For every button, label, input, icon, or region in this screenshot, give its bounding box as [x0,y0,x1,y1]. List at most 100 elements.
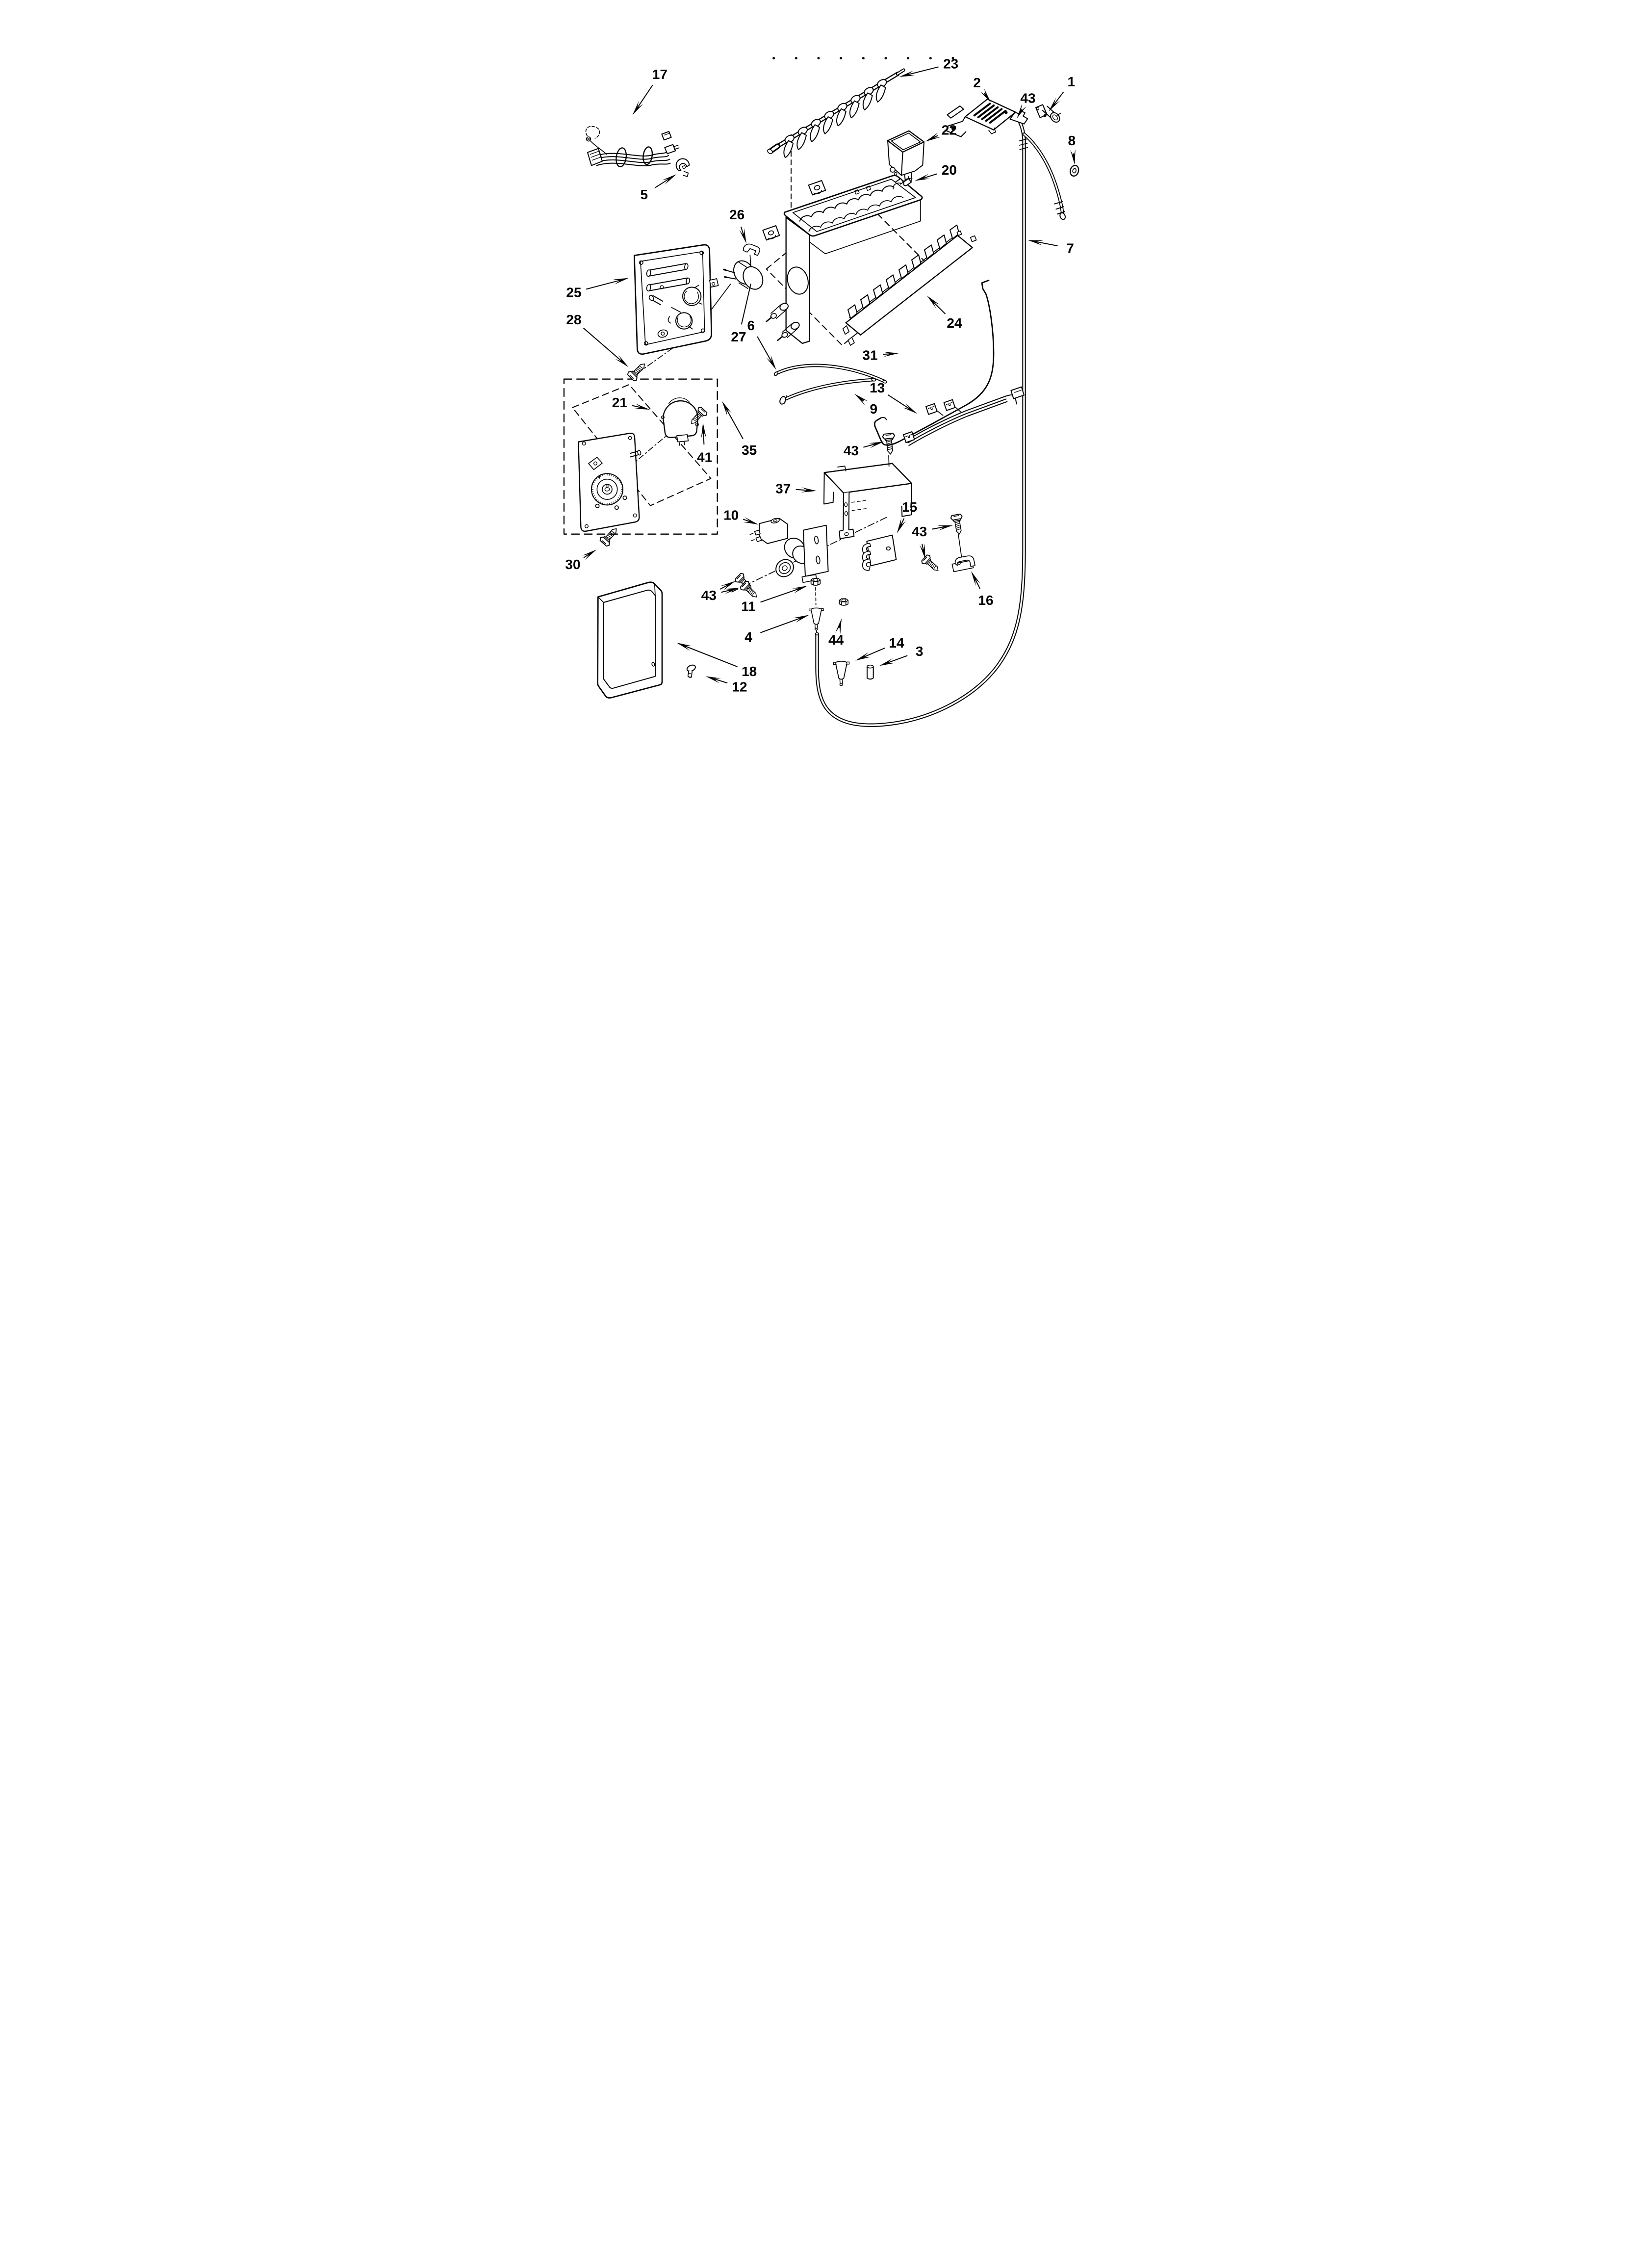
nut-icon [810,577,821,586]
leader-arrowhead-icon [979,88,991,103]
callout-21-25: 21 [612,395,650,410]
leader-arrowhead-icon [883,351,899,357]
part-43-screw-right [950,513,963,558]
callout-44-32: 44 [828,618,844,648]
leader-line [974,577,981,589]
part-2-control-plate [946,98,1016,137]
part-8-washer [1069,165,1079,177]
leader-arrowhead-icon [676,643,692,651]
part-22-hopper [887,130,925,183]
callout-6-13: 6 [747,318,776,370]
part-44-nut [839,598,848,606]
leader-arrowhead-icon [835,618,842,634]
part-3-spacer [867,664,874,680]
leader-arrowhead-icon [739,228,746,244]
callout-20-7: 20 [915,162,957,181]
part-37-valve-bracket [823,455,912,539]
part-number-label: 27 [731,329,746,344]
leader-line [721,589,732,593]
part-4-funnel [808,607,824,630]
part-15-tube-clamp [862,534,897,571]
leader-arrowhead-icon [855,652,871,661]
callout-37-20: 37 [775,481,817,496]
part-number-label: 28 [566,312,581,327]
callout-28-11: 28 [566,312,629,367]
funnel-icon [833,660,850,686]
callout-23-1: 23 [899,56,958,77]
part-31-shutoff-arm [873,279,995,446]
part-number-label: 15 [902,499,917,515]
leader-arrowhead-icon [971,571,981,586]
part-number-label: 30 [565,557,580,572]
callout-24-14: 24 [927,295,962,331]
callout-43-3: 43 [1017,91,1036,119]
leader-arrowhead-icon [634,403,650,410]
callout-16-24: 16 [971,571,994,608]
part-number-label: 16 [978,593,993,608]
leader-arrowhead-icon [879,658,895,666]
part-number-label: 10 [723,508,739,523]
part-6-tube [774,364,887,384]
leader-line [760,617,802,633]
callout-2-2: 2 [973,75,991,103]
part-11-nut [810,577,821,586]
leader-line [683,645,738,668]
leader-arrowhead-icon [915,174,930,181]
part-43-screw-mid [921,554,939,571]
callout-7-16: 7 [1027,240,1074,256]
part-number-label: 11 [741,599,756,614]
part-number-label: 43 [844,443,859,458]
screw-icon [740,580,757,598]
leader-line [760,588,801,603]
part-number-label: 4 [744,629,752,645]
leader-line [741,284,751,325]
part-27-thermostat [723,260,764,290]
leader-line [922,544,924,552]
leader-line [932,135,938,139]
screw-icon [950,513,963,535]
leader-arrowhead-icon [701,422,707,439]
part-25-mounting-plate [634,244,731,355]
leader-arrowhead-icon [720,581,736,591]
part-number-label: 22 [942,123,957,138]
callout-9-17: 9 [854,393,877,417]
part-number-label: 44 [828,632,844,648]
part-number-label: 35 [742,443,757,458]
part-24-ice-stripper [842,224,977,346]
callout-43-29: 43 [701,581,740,603]
gear-icon [590,473,624,506]
funnel-icon [808,607,824,630]
part-30-screw [599,528,617,547]
leader-line [703,430,705,445]
leader-line [1052,91,1064,106]
leader-arrowhead-icon [927,295,940,309]
part-number-label: 24 [947,315,962,331]
leader-line [725,407,744,440]
leader-arrowhead-icon [1049,97,1060,112]
part-number-label: 13 [870,380,885,395]
part-9-tube [779,378,876,405]
leader-arrowhead-icon [615,355,629,367]
leader-line [899,518,905,527]
nut-icon [839,598,848,606]
part-7-fill-tube [815,110,1066,727]
callout-8-5: 8 [1068,133,1076,165]
part-number-label: 43 [1020,91,1035,106]
leader-line [932,526,946,530]
part-number-label: 31 [862,348,877,363]
leader-line [795,489,809,491]
part-number-label: 20 [942,162,957,178]
leader-arrowhead-icon [902,403,917,414]
leader-line [757,336,773,364]
leader-arrowhead-icon [1027,240,1044,246]
leader-line [743,519,752,523]
leader-line [586,279,621,290]
page-separator-dots [772,57,954,60]
part-number-label: 6 [747,318,755,333]
leader-line [632,405,643,409]
part-10-water-valve [749,518,829,583]
callout-43-23: 43 [912,524,953,559]
